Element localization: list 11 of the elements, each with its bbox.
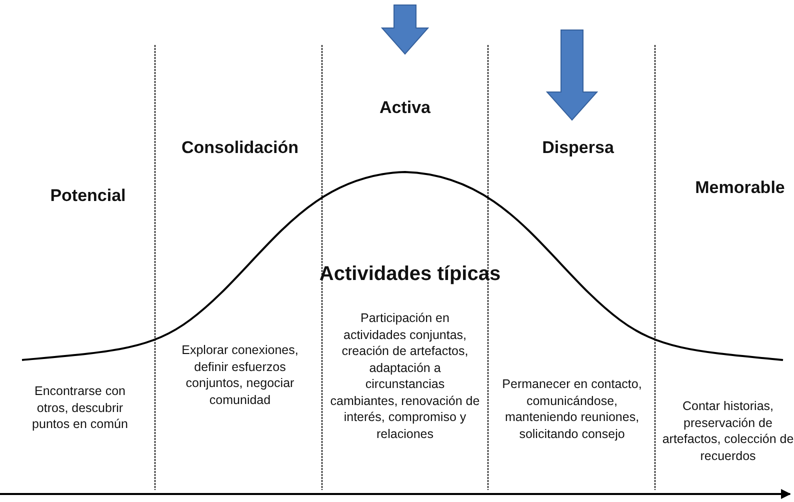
activity-description: Contar historias, preservación de artefactos, colección de recuerdos [661, 398, 794, 464]
stage-name: Consolidación [181, 138, 299, 158]
stage-name: Potencial [50, 186, 126, 206]
stage-name: Memorable [695, 178, 785, 198]
section-heading: Actividades típicas [319, 263, 501, 286]
activity-description: Explorar conexiones, definir esfuerzos conjuntos, negociar comunidad [180, 342, 300, 408]
activity-description: Participación en actividades conjuntas, creación de artefactos, adaptación a circunstancias cambiantes, renovación de interés, compromiso y relaciones [330, 310, 480, 442]
activity-description: Encontrarse con otros, descubrir puntos en común [31, 383, 129, 432]
stage-name: Activa [379, 98, 431, 118]
activity-description: Permanecer en contacto, comunicándose, manteniendo reuniones, solicitando consejo [501, 376, 643, 442]
stage-name: Dispersa [542, 138, 614, 158]
